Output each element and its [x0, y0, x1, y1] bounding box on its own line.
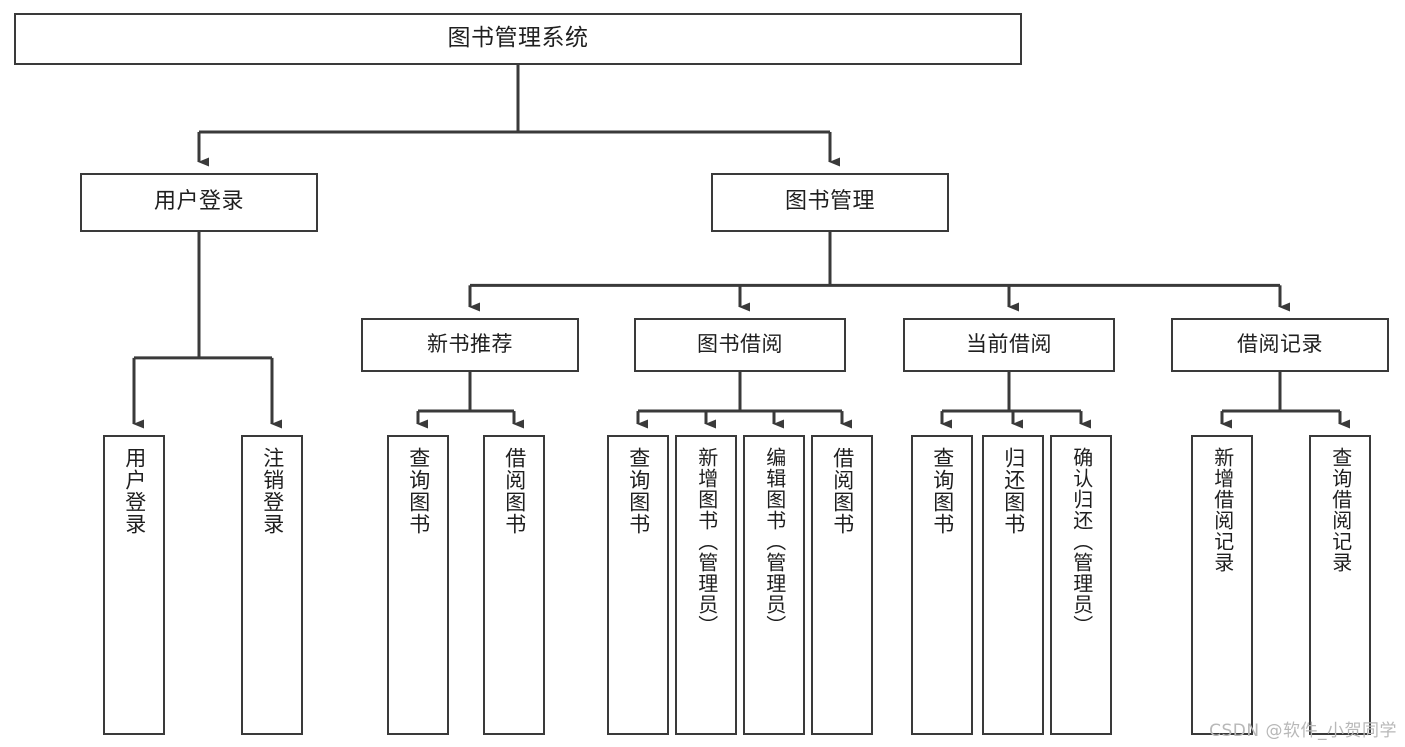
node-leaf1[interactable]: 用户登录 [103, 435, 165, 735]
node-label: 查询图书 [930, 447, 955, 535]
node-label: 查询图书 [626, 447, 651, 535]
node-label: 用户登录 [153, 189, 244, 215]
node-leaf3[interactable]: 查询图书 [387, 435, 449, 735]
node-records[interactable]: 借阅记录 [1171, 318, 1389, 372]
node-newbook[interactable]: 新书推荐 [361, 318, 579, 372]
node-label: 当前借阅 [966, 332, 1052, 357]
node-leaf6[interactable]: 新增图书（管理员） [675, 435, 737, 735]
node-root[interactable]: 图书管理系统 [14, 13, 1022, 65]
node-leaf8[interactable]: 借阅图书 [811, 435, 873, 735]
node-label: 借阅图书 [830, 447, 855, 535]
node-label: 图书管理系统 [447, 25, 589, 52]
node-login[interactable]: 用户登录 [80, 173, 318, 232]
node-leaf4[interactable]: 借阅图书 [483, 435, 545, 735]
node-leaf9[interactable]: 查询图书 [911, 435, 973, 735]
node-label: 借阅图书 [502, 447, 527, 535]
node-label: 图书借阅 [697, 332, 783, 357]
node-bookmgmt[interactable]: 图书管理 [711, 173, 949, 232]
node-label: 确认归还（管理员） [1069, 447, 1094, 636]
node-leaf7[interactable]: 编辑图书（管理员） [743, 435, 805, 735]
node-leaf11[interactable]: 确认归还（管理员） [1050, 435, 1112, 735]
node-label: 编辑图书（管理员） [762, 447, 787, 636]
node-current[interactable]: 当前借阅 [903, 318, 1115, 372]
node-label: 归还图书 [1001, 447, 1026, 535]
node-leaf10[interactable]: 归还图书 [982, 435, 1044, 735]
node-label: 用户登录 [122, 447, 147, 535]
node-leaf2[interactable]: 注销登录 [241, 435, 303, 735]
node-label: 查询借阅记录 [1328, 447, 1353, 573]
node-leaf13[interactable]: 查询借阅记录 [1309, 435, 1371, 735]
node-label: 查询图书 [406, 447, 431, 535]
node-leaf5[interactable]: 查询图书 [607, 435, 669, 735]
node-label: 新增图书（管理员） [694, 447, 719, 636]
node-label: 注销登录 [260, 447, 285, 535]
node-label: 新书推荐 [427, 332, 513, 357]
node-label: 借阅记录 [1237, 332, 1323, 357]
node-borrow[interactable]: 图书借阅 [634, 318, 846, 372]
node-leaf12[interactable]: 新增借阅记录 [1191, 435, 1253, 735]
node-label: 图书管理 [784, 189, 875, 215]
node-label: 新增借阅记录 [1210, 447, 1235, 573]
